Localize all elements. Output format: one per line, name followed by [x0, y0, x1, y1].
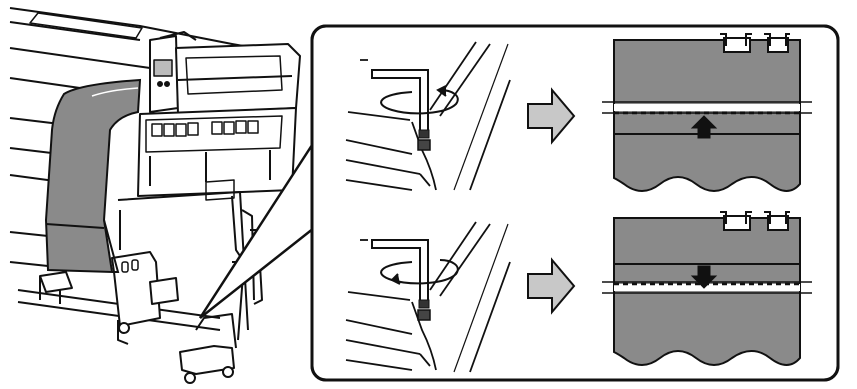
media-result-top — [602, 34, 812, 191]
media-sheet — [46, 80, 140, 272]
media-result-bottom — [602, 212, 812, 365]
